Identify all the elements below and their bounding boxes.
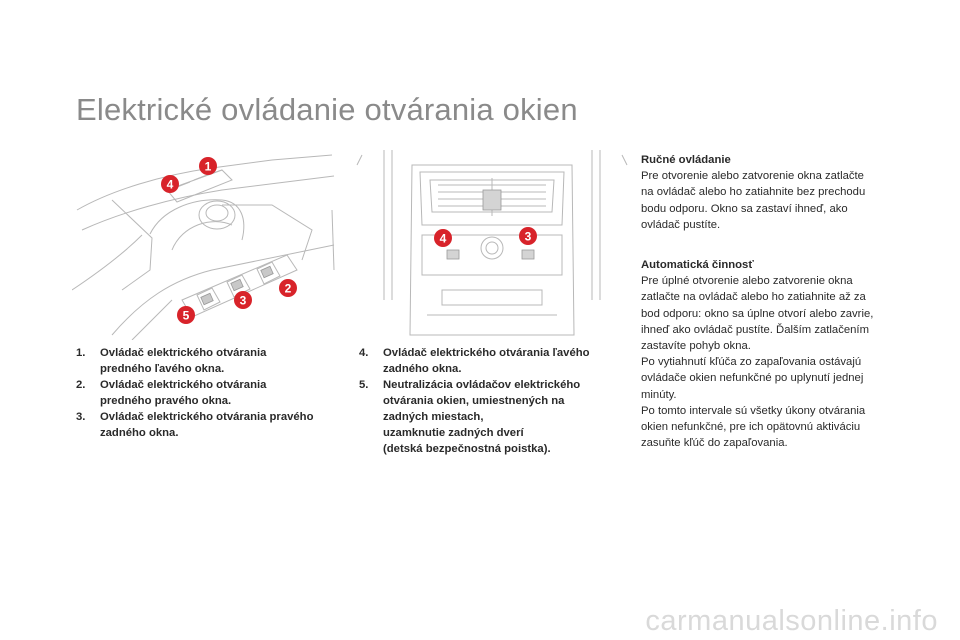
svg-text:2: 2 bbox=[285, 282, 292, 296]
left-legend-list: 1. Ovládač elektrického otvárania predné… bbox=[76, 345, 346, 441]
list-item-text: Ovládač elektrického otvárania predného … bbox=[100, 347, 267, 375]
automatic-operation-heading: Automatická činnosť bbox=[641, 259, 754, 271]
page-title: Elektrické ovládanie otvárania okien bbox=[76, 92, 578, 127]
badge-rear-4-icon: 4 bbox=[434, 229, 452, 247]
svg-text:3: 3 bbox=[240, 294, 247, 308]
list-item-text: Ovládač elektrického otvárania predného … bbox=[100, 379, 267, 407]
rear-console-illustration: 4 3 bbox=[352, 150, 632, 340]
manual-operation-heading: Ručné ovládanie bbox=[641, 154, 731, 166]
list-item: 5. Neutralizácia ovládačov elektrického … bbox=[359, 377, 629, 457]
list-item: 2. Ovládač elektrického otvárania predné… bbox=[76, 377, 346, 409]
list-item-number: 4. bbox=[359, 347, 369, 359]
list-item-number: 1. bbox=[76, 347, 86, 359]
badge-4-icon: 4 bbox=[161, 175, 179, 193]
badge-1-icon: 1 bbox=[199, 157, 217, 175]
console-switches-illustration: 1 4 2 3 5 bbox=[72, 150, 340, 340]
badge-5-icon: 5 bbox=[177, 306, 195, 324]
manual-operation-section: Ručné ovládanie Pre otvorenie alebo zatv… bbox=[641, 152, 911, 233]
watermark: carmanualsonline.info bbox=[645, 605, 938, 637]
list-item: 3. Ovládač elektrického otvárania pravéh… bbox=[76, 409, 346, 441]
svg-text:4: 4 bbox=[440, 232, 447, 246]
automatic-operation-section: Automatická činnosť Pre úplné otvorenie … bbox=[641, 257, 911, 451]
list-item-text: Ovládač elektrického otvárania pravého z… bbox=[100, 411, 314, 439]
manual-operation-text: Pre otvorenie alebo zatvorenie okna zatl… bbox=[641, 170, 866, 231]
badge-rear-3-icon: 3 bbox=[519, 227, 537, 245]
badge-3-icon: 3 bbox=[234, 291, 252, 309]
list-item: 1. Ovládač elektrického otvárania predné… bbox=[76, 345, 346, 377]
list-item-number: 3. bbox=[76, 411, 86, 423]
svg-text:4: 4 bbox=[167, 178, 174, 192]
middle-legend-list: 4. Ovládač elektrického otvárania ľavého… bbox=[359, 345, 629, 457]
automatic-operation-text: Pre úplné otvorenie alebo zatvorenie okn… bbox=[641, 275, 874, 450]
svg-text:3: 3 bbox=[525, 230, 532, 244]
svg-text:1: 1 bbox=[205, 160, 212, 174]
list-item-text: Ovládač elektrického otvárania ľavého za… bbox=[383, 347, 590, 375]
list-item: 4. Ovládač elektrického otvárania ľavého… bbox=[359, 345, 629, 377]
badge-2-icon: 2 bbox=[279, 279, 297, 297]
list-item-number: 2. bbox=[76, 379, 86, 391]
list-item-number: 5. bbox=[359, 379, 369, 391]
svg-text:5: 5 bbox=[183, 309, 190, 323]
list-item-text: Neutralizácia ovládačov elektrického otv… bbox=[383, 379, 581, 455]
